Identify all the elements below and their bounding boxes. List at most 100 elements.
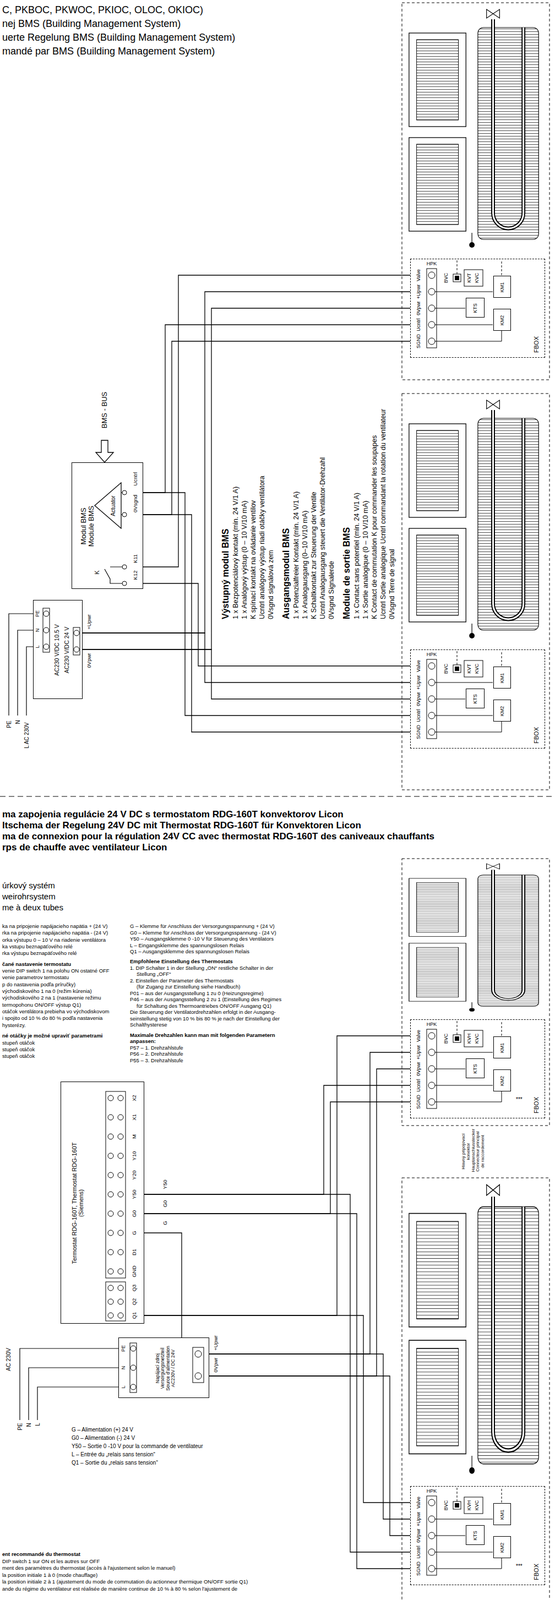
mains-label: N [25,1423,32,1428]
mains-label: AC 230V [5,1348,13,1372]
terminal-label: M [131,1134,138,1140]
note-line: orka výstupu 0 – 10 V na riadenie ventil… [2,937,106,944]
terminal-label: Valve [416,1497,422,1510]
note-line: P55 – 3. Drehzahlstufe [129,1057,184,1065]
wire-connector [209,1052,411,1377]
header-line: C, PKBOC, PKWOC, PKIOC, OLOC, OKIOC) [2,4,204,16]
terminal-label: +Upwr [416,1045,422,1060]
wire-connector [143,492,411,733]
note-line: p do nastavenia podľa príručky) [2,981,76,989]
terminal-block-label: HPK [426,260,438,267]
node-text: KM1 [499,1510,506,1521]
terminal-label: SGND [416,1562,422,1577]
module-description-line: 1 x Analogausgang (0–10 V/10 mA) [300,360,310,620]
terminal-label: 0Vsgnd [132,494,139,513]
note-line: stupeň otáčok [2,1040,35,1047]
header-line: uerte Regelung BMS (Building Management … [2,31,236,44]
node-text: KM2 [499,1543,506,1554]
mains-label: PE [17,1423,24,1431]
power-supply-box: Napájací zdroj Versorgungsnetzteil Sourc… [118,1337,210,1399]
power-supply-box: AC230 V/DC 10.5 VAC230 V/DC 24 V [33,600,83,700]
mains-label: N [14,720,21,725]
convector-drawing [409,1184,539,1474]
km2-box: KM2 [493,1536,511,1559]
module-description-line: 1 x Analógový výstup (0 – 10 V/10 mA) [240,360,249,620]
km1-box: KM1 [493,1036,511,1059]
terminal-label: Valve [416,269,422,282]
module-description-line: K Contact de commutation K pour commande… [370,360,379,620]
note-line: stupeň otáčok [2,1053,35,1060]
wire-connector [209,1354,411,1537]
terminal-label: X1 [131,1114,138,1122]
header-line: mandé par BMS (Building Management Syste… [2,45,215,58]
mains-label: L AC 230V [23,722,30,749]
note-line: P01 – aus der Ausgangsstellung 1 zu 0 (H… [129,990,264,998]
terminal-label: Q3 [131,1285,138,1293]
mains-wires [8,613,34,716]
section-title: ma de connexion pour la régulation 24V C… [2,831,435,843]
component-label: KVT [466,664,473,674]
terminal-label: 0Vpwr [416,692,422,707]
note-line: Y50 – Ausgangsklemme 0 -10 V für Steueru… [129,936,274,943]
wire-connector [143,275,411,568]
note-line: la position initiale 1 à 0 (mode chauffa… [2,1572,98,1580]
note-line: ande du régime du ventilateur est réalis… [2,1586,238,1594]
terminal-label: PE [121,1345,127,1353]
terminal-label: Y50 [131,1190,138,1200]
note-line: ent recommandé du thermostat [2,1551,81,1559]
node-text: KTS [472,1531,479,1542]
legend-line: G0 – Alimentation (-) 24 V [71,1434,135,1443]
node-text: Napájací zdroj Versorgungsnetzteil Sourc… [155,1341,176,1397]
terminal-label: Ucntrl [416,709,422,723]
note-line: né otáčky je možné upraviť parametrami [2,1032,103,1040]
terminal-label: SGND [416,334,422,349]
terminal-block-label: HPK [426,1021,438,1028]
terminal-label: L [35,645,41,649]
node-text: KTS [472,1064,479,1075]
terminal-label: +Upwr [416,284,422,299]
component-label: KVH [466,1034,473,1045]
node-text: KM1 [499,1043,506,1054]
kts-box: KTS [465,688,485,709]
terminal-label: Ucntrl [132,472,139,487]
terminal-block [426,259,502,348]
note-line: Stellung „OFF“ [136,971,171,978]
unit-outline [401,393,550,791]
node-text: FBOX [532,336,540,353]
component-label: BVC [443,1034,450,1045]
note-line: anpassen: [129,1038,156,1046]
module-description-line: 1 x Potenzialfreier Kontakt (min. 24 V/1… [291,360,301,620]
terminal-label: K12 [132,570,139,581]
footnote-mark: *** [515,1096,523,1104]
footnote-mark: *** [515,1563,523,1571]
fbox-connector-box: FBOXKTSKM1KM2 [410,1486,546,1586]
module-description-line: Ucntrl Sortie analogique Ucntrl commanda… [378,360,388,620]
note-line: DIP switch 1 sur ON et les autres sur OF… [2,1558,100,1566]
terminal-label: GND [131,1265,138,1278]
note-line: východiskového 2 na 1 (nastavenie režimu [2,994,102,1002]
note-line: hysterézy. [2,1022,26,1030]
terminal-label: Q1 [131,1312,138,1320]
wire-label: G [162,1221,168,1226]
note-line: Schalthysterese [129,1021,168,1029]
section-title: rps de chauffe avec ventilateur Licon [2,842,167,854]
terminal-label: 0Vpwr [416,1062,422,1077]
terminal-label: 0Vpwr [416,1529,422,1544]
text-column-group: Výstupný modul BMS1 x Bezpotenciálový ko… [220,360,397,620]
unit-outline [401,1178,550,1600]
thermostat-box: Termostat RDG-160T, Thermostat RDG-160T … [60,1081,145,1325]
mains-wires [19,1348,119,1421]
km1-box: KM1 [493,1503,511,1526]
component-label: KVC [474,1500,481,1512]
terminal-label: G0 [131,1210,138,1218]
fbox-connector-box: FBOXKTSKM1KM2 [410,1019,546,1119]
thermostat-terminals [105,1091,126,1322]
note-line: Empfohlene Einstellung des Thermostats [129,958,233,966]
km2-box: KM2 [493,1069,511,1092]
note-line: venie parametrov termostatu [2,974,69,982]
section-subtitle: weirohrsystem [2,891,56,902]
terminal-label: K11 [132,554,139,564]
